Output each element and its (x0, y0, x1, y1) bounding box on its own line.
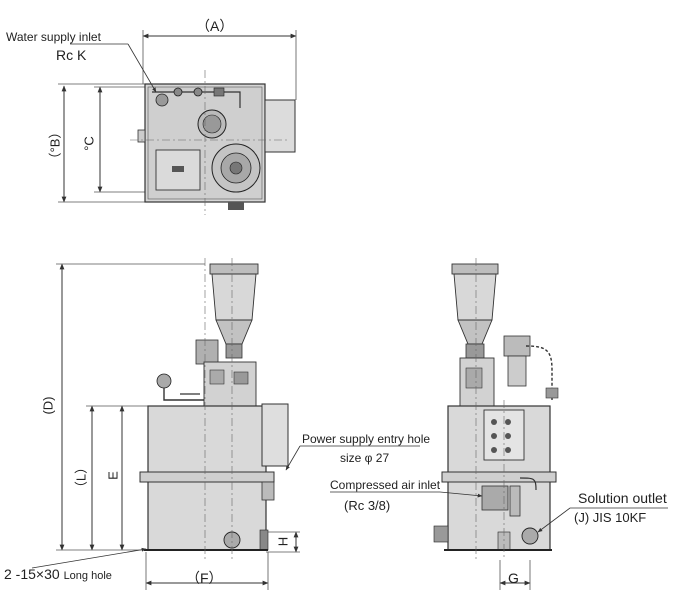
side-view (330, 258, 668, 590)
dim-a-label: （A） (196, 18, 234, 34)
power-entry-label: Power supply entry hole (302, 432, 431, 446)
dim-d-label: (D) (40, 396, 56, 415)
solution-outlet-size-label: (J) JIS 10KF (574, 510, 647, 525)
compressed-air-label: Compressed air inlet (330, 478, 441, 492)
solution-outlet-label: Solution outlet (578, 490, 667, 506)
compressed-air-size-label: (Rc 3/8) (344, 498, 391, 513)
dim-e-label: E (105, 471, 121, 480)
water-supply-inlet-label: Water supply inlet (6, 30, 101, 44)
water-supply-size-label: Rc K (56, 47, 87, 63)
long-hole-label: 2 -15×30 Long hole (4, 566, 112, 582)
dim-c-label: °C (81, 136, 97, 151)
power-entry-size-label: size φ 27 (340, 451, 390, 465)
dim-l-label: （L） (73, 460, 89, 495)
front-view (31, 258, 420, 590)
long-hole-suffix: Long hole (63, 570, 112, 582)
long-hole-spec: 2 -15×30 (4, 566, 60, 582)
top-view (58, 30, 297, 215)
dim-b-label: （°B） (47, 125, 63, 166)
dim-g-label: G (508, 570, 519, 586)
dim-f-label: （F） (186, 570, 223, 586)
dim-h-label: H (275, 536, 291, 547)
